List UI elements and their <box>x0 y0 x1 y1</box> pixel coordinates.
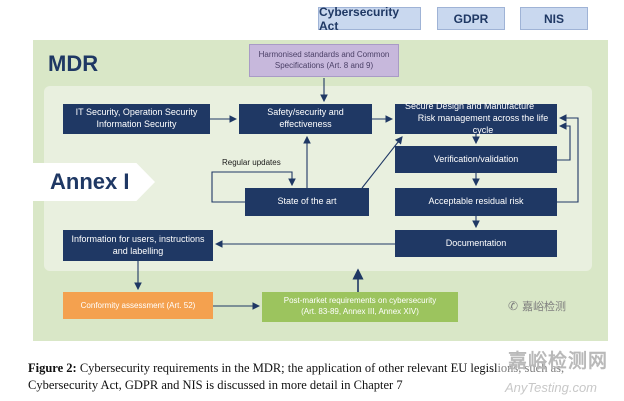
post-market-box: Post-market requirements on cybersecurit… <box>262 292 458 322</box>
harmonised-line1: Harmonised standards and Common <box>258 49 390 59</box>
caption-label: Figure 2: <box>28 361 77 375</box>
harmonised-line2: Specifications (Art. 8 and 9) <box>274 60 374 70</box>
mdr-title: MDR <box>48 51 99 76</box>
harmonised-standards-box: Harmonised standards and Common Specific… <box>249 44 399 77</box>
secure-design-line1: Secure Design and Manufacture <box>405 101 535 112</box>
secure-design-line2: Risk management across the life cycle <box>417 113 549 135</box>
conformity-assessment-box: Conformity assessment (Art. 52) <box>63 292 213 319</box>
state-of-art-box: State of the art <box>245 188 369 216</box>
gdpr-box: GDPR <box>437 7 505 30</box>
post-market-line1: Post-market requirements on cybersecurit… <box>283 296 437 306</box>
caption-line1: Figure 2: Cybersecurity requirements in … <box>28 360 608 377</box>
information-users-box: Information for users, instructions and … <box>63 230 213 261</box>
safety-line2: effectiveness <box>279 119 332 129</box>
wechat-watermark-text: 嘉峪检测 <box>522 301 567 313</box>
caption-line2: Cybersecurity Act, GDPR and NIS is discu… <box>28 377 403 392</box>
safety-effectiveness-box: Safety/security and effectiveness <box>239 104 372 134</box>
feedback-verification-loop <box>557 122 571 161</box>
annex-arrow-shape <box>0 163 155 201</box>
feedback-risk-loop <box>557 114 579 203</box>
nis-box: NIS <box>520 7 588 30</box>
annex-title: Annex I <box>50 169 130 194</box>
figure-caption: Figure 2: Cybersecurity requirements in … <box>28 360 608 394</box>
arrow-state-to-design <box>361 136 403 189</box>
information-line2: and labelling <box>112 245 164 256</box>
regular-updates-label: Regular updates <box>222 158 281 167</box>
it-security-line1: IT Security, Operation Security <box>75 107 198 118</box>
it-security-line2: Information Security <box>96 119 177 129</box>
cybersecurity-act-box: Cybersecurity Act <box>318 5 421 33</box>
it-security-box: IT Security, Operation Security Informat… <box>63 104 210 134</box>
secure-design-box: Secure Design and Manufacture Risk manag… <box>395 101 557 135</box>
documentation-box: Documentation <box>395 230 557 257</box>
safety-line1: Safety/security and <box>267 107 344 118</box>
wechat-watermark: ✆ 嘉峪检测 <box>508 298 566 314</box>
wechat-icon: ✆ <box>508 299 519 313</box>
regular-updates-loop <box>211 171 296 203</box>
post-market-line2: (Art. 83-89, Annex III, Annex XIV) <box>301 307 419 316</box>
verification-box: Verification/validation <box>395 146 557 173</box>
site-watermark-url: AnyTesting.com <box>505 380 598 395</box>
caption-text1: Cybersecurity requirements in the MDR; t… <box>79 361 498 375</box>
site-watermark-cn: 嘉峪检测网 <box>508 351 609 372</box>
acceptable-risk-box: Acceptable residual risk <box>395 188 557 216</box>
information-line1: Information for users, instructions <box>71 233 205 244</box>
caption-obscured-text: ions, such as, <box>497 361 565 375</box>
